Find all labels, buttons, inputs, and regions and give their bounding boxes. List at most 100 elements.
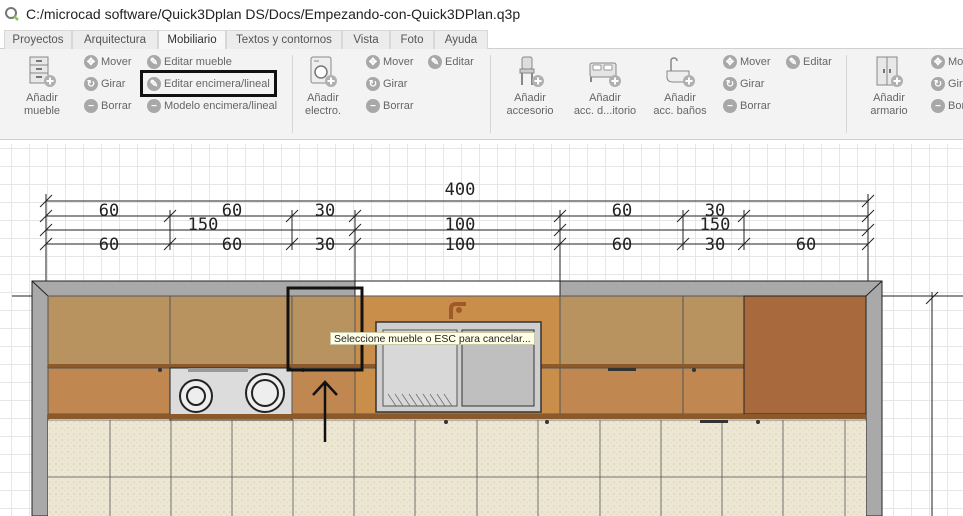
wall-cabinet (559, 295, 684, 367)
pointer-arrow-icon (312, 380, 338, 442)
delete-wardrobe-button[interactable]: −Bor (931, 98, 963, 114)
wall-cabinet (47, 295, 171, 367)
edit-furniture-label: Editar mueble (164, 56, 232, 68)
edit-countertop-button[interactable]: ✎Editar encimera/lineal (147, 76, 270, 92)
model-icon: − (147, 99, 161, 113)
add-wardrobe-button[interactable]: Añadir armario (860, 55, 918, 118)
tall-fridge-cabinet (743, 295, 867, 415)
edit-furniture-button[interactable]: ✎Editar mueble (147, 54, 232, 70)
delete-label: Borrar (101, 100, 132, 112)
dim-row3-7: 60 (796, 235, 816, 255)
countertop-model-button[interactable]: −Modelo encimera/lineal (147, 98, 277, 114)
dim-row3-6: 30 (705, 235, 725, 255)
app-logo-icon (5, 7, 19, 21)
dim-row3-3: 30 (315, 235, 335, 255)
wall-cabinet (682, 295, 745, 367)
ribbon-panel: Añadir mueble ✥Mover ↻Girar −Borrar ✎Edi… (0, 49, 963, 140)
edit-accessory-button[interactable]: ✎Editar (786, 54, 832, 70)
title-bar: C:/microcad software/Quick3Dplan DS/Docs… (0, 0, 963, 28)
rotate-icon: ↻ (84, 77, 98, 91)
dimension-lines (39, 194, 939, 516)
base-cabinet (559, 367, 684, 415)
dim-row1-5: 60 (612, 201, 632, 221)
dim-row1-6: 30 (705, 201, 725, 221)
status-tooltip: Seleccione mueble o ESC para cancelar... (330, 332, 535, 345)
move-label: Mover (383, 56, 414, 68)
bathtub-add-icon (666, 57, 695, 87)
add-bath-label-2: acc. baños (653, 105, 707, 117)
tab-vista[interactable]: Vista (342, 30, 390, 49)
move-label: Mover (740, 56, 771, 68)
wrench-icon: ✎ (428, 55, 442, 69)
delete-appliance-button[interactable]: −Borrar (366, 98, 414, 114)
add-accessory-button[interactable]: Añadir accesorio (502, 55, 558, 118)
add-furniture-label-2: mueble (23, 105, 61, 117)
highlight-edit-countertop (140, 70, 277, 97)
dim-row3-4: 100 (445, 235, 476, 255)
dim-row1-2: 60 (222, 201, 242, 221)
tab-textos-contornos[interactable]: Textos y contornos (226, 30, 342, 49)
tab-ayuda[interactable]: Ayuda (434, 30, 488, 49)
group-separator (292, 55, 293, 133)
dim-row1-4: 100 (445, 215, 476, 235)
dim-total: 400 (445, 180, 476, 200)
tab-mobiliario[interactable]: Mobiliario (158, 30, 226, 50)
move-icon: ✥ (723, 55, 737, 69)
delete-icon: − (84, 99, 98, 113)
countertop-model-label: Modelo encimera/lineal (164, 100, 278, 112)
move-label: Mo (948, 56, 963, 68)
delete-icon: − (931, 99, 945, 113)
move-icon: ✥ (931, 55, 945, 69)
delete-icon: − (723, 99, 737, 113)
delete-label: Borrar (740, 100, 771, 112)
move-furniture-button[interactable]: ✥Mover (84, 54, 132, 70)
wall-niche (354, 280, 561, 297)
cabinet-add-icon (29, 56, 56, 87)
move-label: Mover (101, 56, 132, 68)
edit-label: Editar (445, 56, 474, 68)
dim-row1-3: 30 (315, 201, 335, 221)
add-furniture-label-1: Añadir (26, 92, 58, 104)
tab-arquitectura[interactable]: Arquitectura (72, 30, 158, 49)
delete-furniture-button[interactable]: −Borrar (84, 98, 132, 114)
add-wardrobe-label-2: armario (870, 105, 908, 117)
drawing-canvas[interactable]: 400 60 60 30 100 60 30 150 150 60 60 30 … (0, 144, 963, 516)
ribbon-tabs: Proyectos Arquitectura Mobiliario Textos… (0, 30, 963, 50)
group-separator (846, 55, 847, 133)
add-appliance-label-2: electro. (304, 105, 342, 117)
tab-proyectos[interactable]: Proyectos (4, 30, 72, 49)
rotate-accessory-button[interactable]: ↻Girar (723, 76, 764, 92)
rotate-wardrobe-button[interactable]: ↻Gira (931, 76, 963, 92)
move-accessory-button[interactable]: ✥Mover (723, 54, 771, 70)
base-cabinet (682, 367, 745, 415)
kickboard (48, 414, 866, 419)
move-wardrobe-button[interactable]: ✥Mo (931, 54, 963, 70)
dim-row2-1: 150 (188, 215, 219, 235)
add-bath-accessory-button[interactable]: Añadir acc. baños (650, 55, 710, 118)
base-cabinet (47, 367, 171, 415)
add-wardrobe-label-1: Añadir (873, 92, 905, 104)
move-appliance-button[interactable]: ✥Mover (366, 54, 414, 70)
add-appliance-button[interactable]: Añadir electro. (296, 55, 350, 118)
delete-label: Borrar (383, 100, 414, 112)
add-bedroom-label-1: Añadir (589, 92, 621, 104)
delete-accessory-button[interactable]: −Borrar (723, 98, 771, 114)
rotate-appliance-button[interactable]: ↻Girar (366, 76, 407, 92)
chair-add-icon (519, 56, 544, 87)
tab-foto[interactable]: Foto (390, 30, 434, 49)
rotate-label: Girar (383, 78, 408, 90)
dim-row3-2: 60 (222, 235, 242, 255)
selection-box (286, 286, 364, 372)
group-separator (490, 55, 491, 133)
rotate-label: Gira (948, 78, 963, 90)
rotate-label: Girar (101, 78, 126, 90)
delete-label: Bor (948, 100, 963, 112)
add-accessory-label-2: accesorio (506, 105, 554, 117)
wardrobe-add-icon (876, 56, 903, 87)
add-accessory-label-1: Añadir (514, 92, 546, 104)
edit-appliance-button[interactable]: ✎Editar (428, 54, 474, 70)
rotate-furniture-button[interactable]: ↻Girar (84, 76, 125, 92)
add-bedroom-accessory-button[interactable]: Añadir acc. d...itorio (572, 55, 638, 118)
wrench-icon: ✎ (786, 55, 800, 69)
add-furniture-button[interactable]: Añadir mueble (14, 55, 70, 118)
